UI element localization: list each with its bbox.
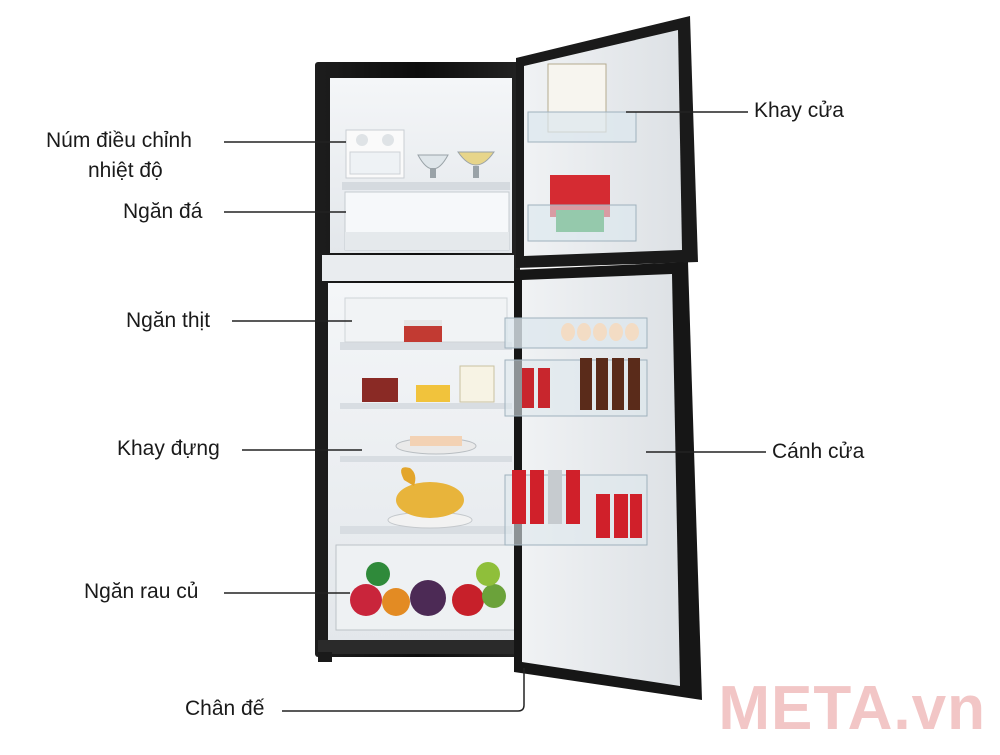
freezer-door — [516, 16, 698, 268]
eggs — [561, 323, 639, 341]
fridge-shelves — [340, 342, 512, 534]
fridge-door — [504, 262, 702, 700]
label-temperature-knob-line1: Núm điều chỉnh — [46, 129, 192, 152]
label-temperature-knob: Núm điều chỉnh nhiệt độ — [46, 126, 222, 186]
label-ice-tray: Ngăn đá — [123, 200, 203, 223]
ice-tray-drawer — [342, 182, 510, 251]
leader-stand — [282, 668, 525, 712]
temperature-knob — [345, 129, 405, 179]
label-meat-drawer: Ngăn thịt — [126, 309, 211, 332]
meat-drawer — [344, 297, 508, 343]
label-stand: Chân đế — [185, 697, 265, 720]
label-shelf: Khay đựng — [117, 437, 220, 460]
label-door-tray: Khay cửa — [754, 99, 844, 122]
label-door: Cánh cửa — [772, 440, 865, 463]
label-vegetable-drawer: Ngăn rau củ — [84, 580, 199, 603]
watermark-logo: META.vn — [718, 674, 986, 743]
shelf-items — [362, 365, 495, 455]
leader-lines — [224, 111, 766, 712]
freezer-desserts — [417, 151, 495, 178]
chicken-plate — [387, 467, 473, 529]
label-temperature-knob-line2: nhiệt độ — [88, 159, 163, 182]
vegetable-drawer — [335, 544, 517, 631]
